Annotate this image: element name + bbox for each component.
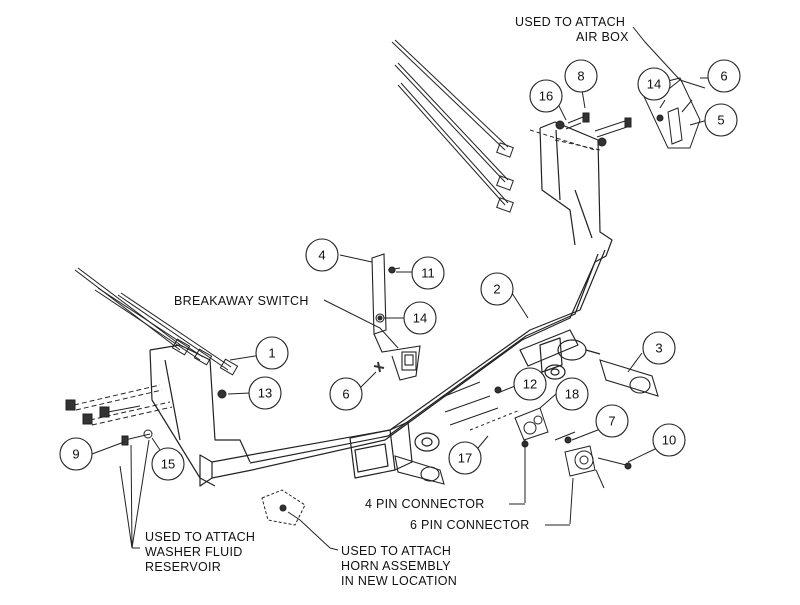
callout-7 [595, 404, 629, 438]
horn-bracket [261, 489, 306, 526]
horn-note-line2: HORN ASSEMBLY [341, 559, 451, 573]
four-pin-connector-label: 4 PIN CONNECTOR [365, 497, 485, 511]
annotations: USED TO ATTACH AIR BOX BREAKAWAY SWITCH … [145, 15, 629, 588]
callout-label-5: 5 [717, 113, 724, 128]
wiring-hardware [439, 381, 632, 489]
callout-13 [248, 376, 282, 410]
breakaway-bracket [371, 253, 421, 381]
horn-note-line3: IN NEW LOCATION [341, 574, 457, 588]
label-leaders [132, 503, 570, 551]
callout-label-15: 15 [161, 457, 175, 472]
washer-note-line1: USED TO ATTACH [145, 530, 255, 544]
callout-label-1: 1 [268, 346, 275, 361]
breakaway-switch-label: BREAKAWAY SWITCH [174, 294, 309, 308]
callout-label-13: 13 [258, 386, 272, 401]
callout-label-17: 17 [458, 451, 472, 466]
callout-6a [707, 59, 741, 93]
callout-label-11: 11 [421, 266, 435, 281]
callout-14a [637, 67, 671, 101]
callout-18 [555, 377, 589, 411]
callout-label-10: 10 [662, 433, 676, 448]
callout-numbers: 1 2 3 4 5 6 6 7 8 9 10 11 12 13 14 14 15… [72, 69, 727, 472]
callout-12 [513, 367, 547, 401]
washer-note-line2: WASHER FLUID [145, 545, 243, 559]
callout-label-2: 2 [493, 282, 500, 297]
callout-11 [411, 256, 445, 290]
callout-label-8: 8 [577, 69, 584, 84]
callout-15 [151, 447, 185, 481]
callout-6b [329, 377, 363, 411]
callout-label-14b: 14 [413, 311, 427, 326]
bolts-upper [529, 112, 632, 151]
leader-lines [91, 26, 718, 549]
callout-9 [59, 437, 93, 471]
horn-note-line1: USED TO ATTACH [341, 544, 451, 558]
cable-ties-left [74, 267, 239, 376]
callout-label-14a: 14 [647, 77, 661, 92]
callout-circles [59, 59, 741, 481]
callout-label-6a: 6 [720, 69, 727, 84]
callout-8 [564, 59, 598, 93]
air-box-note-line2: AIR BOX [576, 30, 629, 44]
callout-10 [652, 423, 686, 457]
callout-label-4: 4 [318, 248, 325, 263]
callout-label-7: 7 [608, 414, 615, 429]
callout-label-3: 3 [655, 341, 662, 356]
air-box-bracket [639, 77, 701, 149]
callout-label-18: 18 [565, 387, 579, 402]
bolts-left [65, 384, 227, 446]
callout-1 [255, 336, 289, 370]
callout-label-16: 16 [539, 89, 553, 104]
callout-label-9: 9 [72, 447, 79, 462]
cable-ties-upper [391, 39, 514, 213]
callout-label-6b: 6 [342, 387, 349, 402]
callout-16 [529, 79, 563, 113]
callout-3 [642, 331, 676, 365]
hitch-pins [394, 359, 659, 485]
six-pin-connector-label: 6 PIN CONNECTOR [410, 518, 530, 532]
callout-17 [448, 441, 482, 475]
callout-5 [704, 103, 738, 137]
washer-note-line3: RESERVOIR [145, 560, 221, 574]
tow-bar [149, 121, 613, 487]
air-box-note-line1: USED TO ATTACH [515, 15, 625, 29]
callout-14b [403, 301, 437, 335]
callout-label-12: 12 [523, 377, 537, 392]
callout-2 [480, 272, 514, 306]
callout-4 [305, 238, 339, 272]
